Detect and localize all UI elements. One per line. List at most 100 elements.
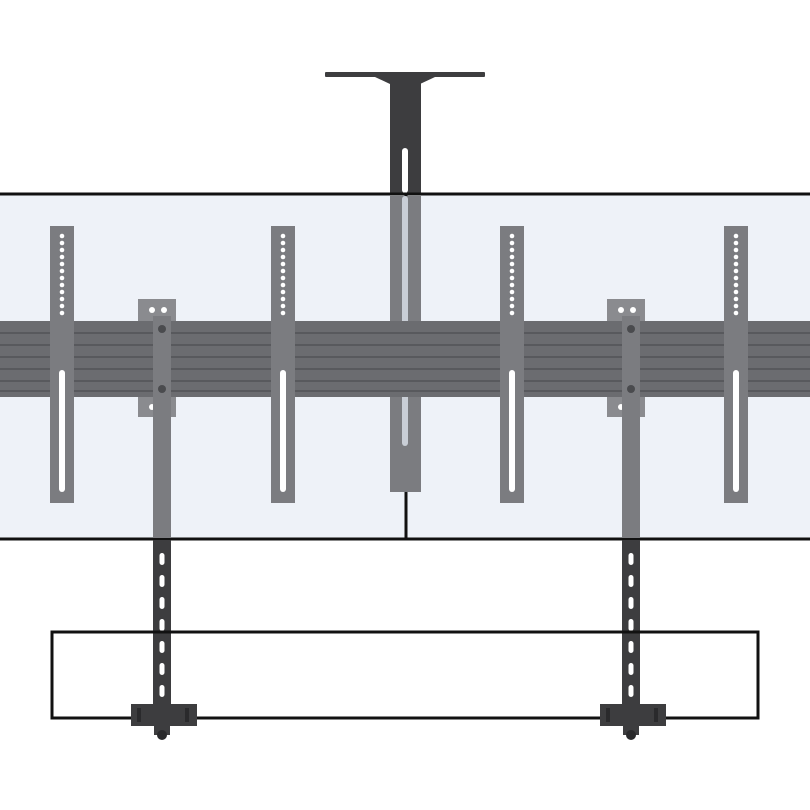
vesa-arm-hole [509, 247, 515, 253]
vesa-arm-hole [509, 275, 515, 281]
vesa-arm-hole [59, 261, 65, 267]
drop-arm-tab-hole [149, 307, 155, 313]
vesa-arm-hole [733, 268, 739, 274]
vesa-arm-hole [59, 296, 65, 302]
vesa-arm-hole [280, 296, 286, 302]
drop-arm-slot [628, 575, 634, 587]
drop-arm-slot [628, 685, 634, 697]
drop-arm-tab-hole [161, 307, 167, 313]
ceiling-pole-slot [402, 148, 408, 193]
vesa-arm-hole [280, 233, 286, 239]
clamp-ridge [606, 708, 610, 722]
drop-arm-top-tab [607, 299, 645, 321]
vesa-arm-hole [280, 268, 286, 274]
vesa-arm-hole [59, 240, 65, 246]
soundbar-clamps [131, 704, 666, 740]
soundbar-clamp-1 [131, 704, 197, 740]
vesa-arm-hole [509, 289, 515, 295]
drop-arm-top-tab [138, 299, 176, 321]
vesa-arm-1 [50, 226, 74, 503]
vesa-arm-hole [59, 268, 65, 274]
clamp-ridge [654, 708, 658, 722]
drop-arm-slot [628, 619, 634, 631]
clamp-ridge [137, 708, 141, 722]
vesa-arm-hole [509, 296, 515, 302]
soundbar-outline [50, 630, 760, 720]
clamp-ridge [185, 708, 189, 722]
vesa-arm-hole [509, 303, 515, 309]
drop-arm-slot [159, 575, 165, 587]
drop-arm-slot [159, 619, 165, 631]
clamp-knob-end [626, 730, 636, 740]
clamp-body [131, 704, 197, 726]
vesa-arm-3 [500, 226, 524, 503]
drop-arm-slot [159, 641, 165, 653]
drop-arm-tab-hole [630, 307, 636, 313]
drop-arms [138, 299, 645, 710]
vesa-arm-hole [733, 254, 739, 260]
drop-arm-slot [159, 597, 165, 609]
vesa-arm-hole [59, 275, 65, 281]
vesa-arm-hole [280, 310, 286, 316]
horizontal-rail [0, 321, 810, 397]
vesa-arm-hole [733, 303, 739, 309]
vesa-arm-hole [733, 289, 739, 295]
vesa-arm-hole [59, 247, 65, 253]
vesa-arm-hole [733, 233, 739, 239]
drop-arm-slot [628, 553, 634, 565]
vesa-arm-hole [280, 289, 286, 295]
vesa-arm-hole [280, 303, 286, 309]
vesa-arm-hole [733, 247, 739, 253]
drop-arm-bolt [627, 385, 635, 393]
clamp-knob-end [157, 730, 167, 740]
vesa-arm-hole [280, 247, 286, 253]
vesa-arm-hole [280, 275, 286, 281]
drop-arm-slot [159, 553, 165, 565]
vesa-arm-hole [733, 310, 739, 316]
vesa-arm-hole [59, 310, 65, 316]
vesa-arm-hole [733, 261, 739, 267]
vesa-arm-hole [280, 261, 286, 267]
vesa-arm-slot [509, 370, 515, 492]
drop-arm-1 [138, 299, 176, 710]
drop-arm-tab-hole [618, 307, 624, 313]
drop-arm-upper [153, 316, 171, 538]
vesa-arm-slot [59, 370, 65, 492]
ceiling-plate [325, 72, 485, 77]
vesa-arm-hole [733, 296, 739, 302]
drop-arm-slot [628, 641, 634, 653]
vesa-arm-slot [733, 370, 739, 492]
vesa-arm-hole [280, 240, 286, 246]
vesa-arm-hole [59, 254, 65, 260]
soundbar-clamp-2 [600, 704, 666, 740]
vesa-arm-hole [733, 275, 739, 281]
vesa-arm-4 [724, 226, 748, 503]
vesa-arm-hole [733, 240, 739, 246]
drop-arm-slot [159, 663, 165, 675]
vesa-arm-hole [280, 282, 286, 288]
vesa-arm-hole [59, 289, 65, 295]
drop-arm-slot [159, 685, 165, 697]
vesa-arm-hole [509, 233, 515, 239]
vesa-arm-hole [509, 268, 515, 274]
vesa-arm-hole [509, 240, 515, 246]
ceiling-mount [325, 72, 485, 197]
vesa-arm-hole [59, 233, 65, 239]
vesa-arm-2 [271, 226, 295, 503]
vesa-arm-hole [509, 282, 515, 288]
vesa-arm-hole [59, 303, 65, 309]
drop-arm-bolt [158, 325, 166, 333]
drop-arm-bolt [627, 325, 635, 333]
vesa-arm-hole [59, 282, 65, 288]
vesa-arm-hole [509, 261, 515, 267]
drop-arm-slot [628, 663, 634, 675]
drop-arm-upper [622, 316, 640, 538]
drop-arm-2 [607, 299, 645, 710]
vesa-arm-hole [509, 310, 515, 316]
vesa-arm-hole [280, 254, 286, 260]
drop-arm-slot [628, 597, 634, 609]
clamp-body [600, 704, 666, 726]
drop-arm-bolt [158, 385, 166, 393]
